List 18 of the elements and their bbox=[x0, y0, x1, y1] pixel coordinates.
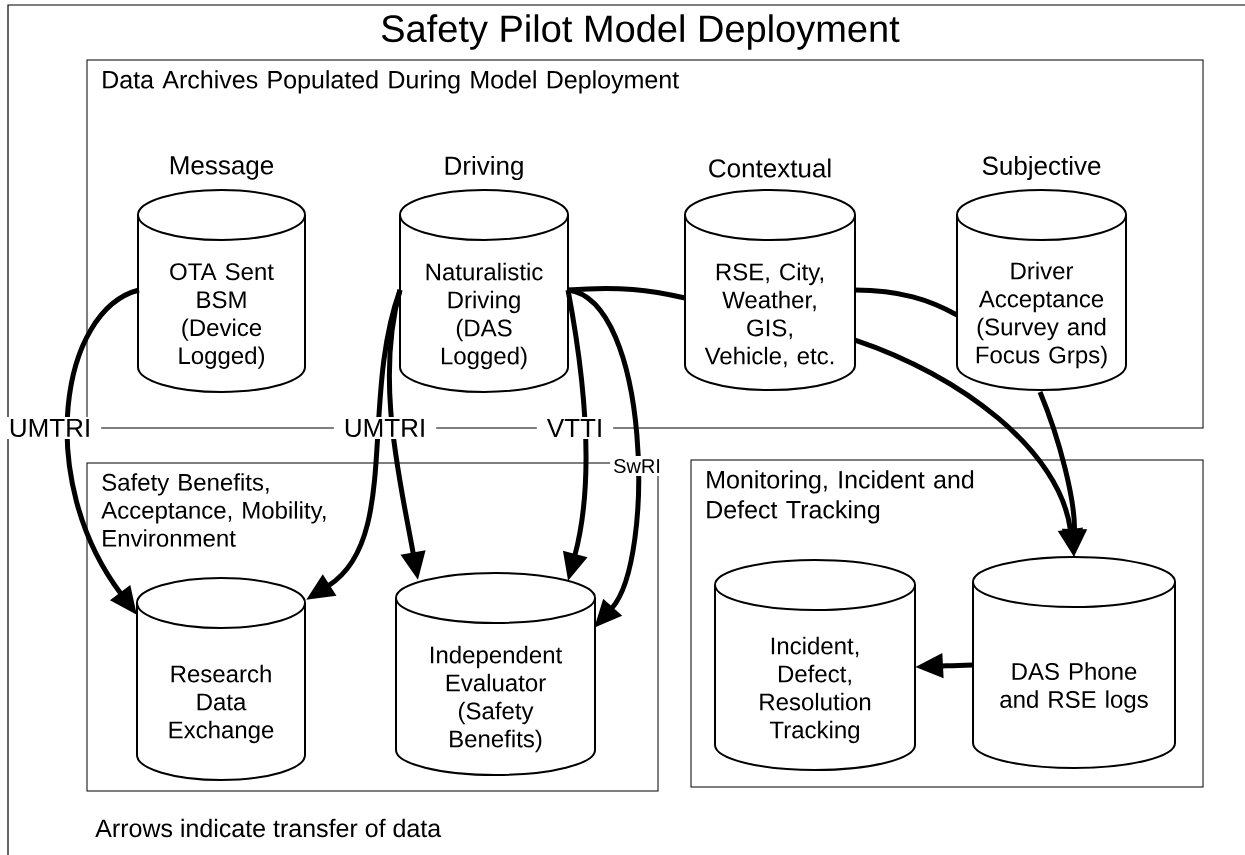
database-cylinder: Subjective Driver Acceptance (Survey and Focus Grps) bbox=[956, 155, 1127, 391]
title: Safety Pilot Model Deployment bbox=[381, 14, 900, 50]
database-cylinder: Driving Naturalistic Driving (DAS Logged) bbox=[399, 155, 569, 393]
node-label: Message bbox=[170, 156, 274, 180]
database-cylinder: Incident, Defect, Resolution Tracking bbox=[714, 559, 916, 771]
database-cylinder: DAS Phone and RSE logs bbox=[972, 556, 1176, 769]
org-label: UMTRI bbox=[0, 416, 102, 440]
database-cylinder: Contextual RSE, City, Weather, GIS, Vehicle, etc. bbox=[684, 158, 856, 391]
org-label: VTTI bbox=[536, 417, 614, 439]
database-cylinder: Independent Evaluator (Safety Benefits) bbox=[395, 572, 596, 776]
note: Arrows indicate transfer of data bbox=[95, 818, 442, 838]
node-label: Contextual bbox=[709, 158, 831, 178]
org-label: UMTRI bbox=[333, 416, 437, 440]
node-label: Subjective bbox=[982, 155, 1101, 181]
database-cylinder: Research Data Exchange bbox=[136, 577, 306, 781]
database-cylinder: Message OTA Sent BSM (Device Logged) bbox=[137, 156, 306, 393]
edge-label: SwRI bbox=[610, 455, 664, 477]
node-label: Driving bbox=[445, 155, 523, 181]
